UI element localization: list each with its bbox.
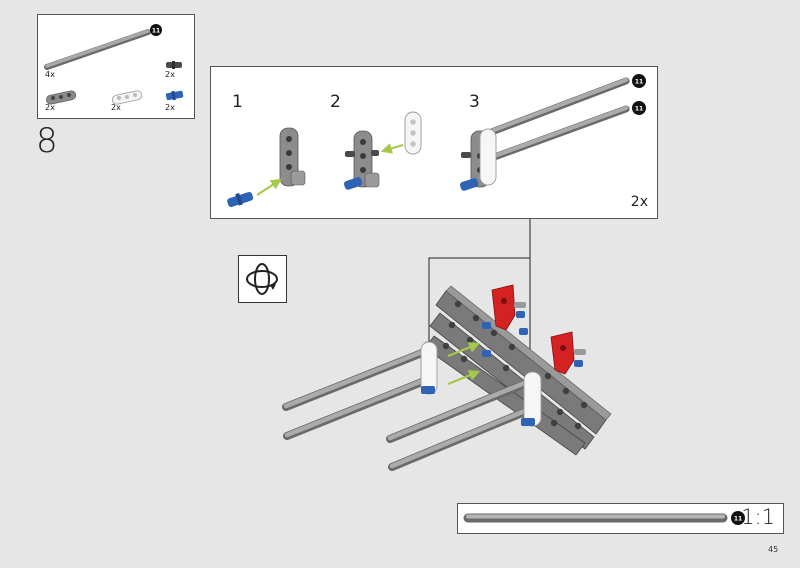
sub-step-1-drawing: [227, 127, 306, 207]
page-number: 45: [768, 545, 779, 554]
axle-pin-blue: [521, 418, 535, 426]
axle-long: [282, 345, 436, 411]
axle-pin-blue: [421, 386, 435, 394]
insert-arrow: [256, 178, 282, 196]
beam-holes: [442, 300, 588, 430]
pin-blue-quantity: 2x: [165, 103, 175, 112]
connector-pin-dark: [371, 150, 379, 156]
beam-white-quantity: 2x: [111, 103, 121, 112]
axle-length-badge-icon: 11: [150, 24, 162, 36]
axle-badge-label-2: 11: [635, 106, 643, 113]
axle-long: [485, 77, 630, 137]
scale-reference-panel: 11 1:1: [457, 503, 784, 534]
insert-arrow: [380, 143, 404, 154]
rotate-model-icon: [238, 255, 287, 303]
sub-step-number-3: 3: [469, 92, 480, 112]
insert-arrow: [447, 342, 481, 358]
sub-assembly-multiplier: 2x: [630, 194, 648, 210]
axle-long: [485, 105, 630, 163]
sub-assembly-drawing: 11 11: [227, 74, 646, 207]
sub-step-3-drawing: 11 11: [459, 74, 646, 191]
axle-badge-label-1: 11: [635, 79, 643, 86]
beam-white-part: [111, 90, 143, 105]
axle-long: [283, 374, 436, 440]
axle-pin-blue: [227, 191, 254, 207]
axle-scale-bar: [463, 513, 728, 523]
sub-assembly-panel: 1 2 3: [210, 66, 658, 219]
scale-badge-label: 11: [734, 516, 742, 523]
sub-step-2-drawing: [343, 111, 422, 190]
red-connector-right: [550, 331, 586, 375]
beam-white: [404, 111, 422, 155]
scale-label: 1:1: [741, 505, 775, 529]
axle-11-part: [44, 29, 151, 70]
pin-dark-quantity: 2x: [165, 70, 175, 79]
connector-pin-dark: [461, 152, 471, 158]
axle-length-badge-icon: 11: [632, 74, 646, 88]
parts-list-drawing: 11: [44, 24, 184, 105]
parts-badge-label: 11: [152, 28, 160, 35]
beam-grey-quantity: 2x: [45, 103, 55, 112]
axle-length-badge-icon: 11: [632, 101, 646, 115]
red-connector-left: [491, 284, 526, 331]
scale-axle-drawing: 11: [463, 511, 745, 525]
beam-white-right: [523, 371, 542, 427]
axle-pin-blue: [343, 177, 363, 190]
beam-white: [479, 128, 497, 186]
parts-list-panel: 11 4x 2x 2x 2x 2x: [37, 14, 195, 119]
axle-length-badge-icon: 11: [731, 511, 745, 525]
callout-pointer-arrows: [425, 219, 534, 363]
beam-grey-part: [46, 90, 77, 105]
axle-pin-blue: [459, 178, 479, 191]
axle-quantity: 4x: [45, 70, 55, 79]
insert-arrow: [447, 370, 481, 386]
sub-step-number-2: 2: [330, 92, 341, 112]
axle-pin-blue-part: [165, 90, 184, 101]
connector-pin-dark-part: [166, 61, 182, 69]
step-number: 8: [36, 121, 59, 161]
beam-vertical-grey: [353, 130, 380, 188]
connector-pin-dark: [345, 151, 355, 157]
chassis-blue-pins: [482, 311, 583, 367]
axle-long: [386, 379, 531, 443]
chassis-beam-top: [435, 285, 612, 435]
axle-long: [388, 407, 531, 471]
sub-step-number-1: 1: [232, 92, 243, 112]
beam-vertical-grey: [279, 127, 306, 187]
